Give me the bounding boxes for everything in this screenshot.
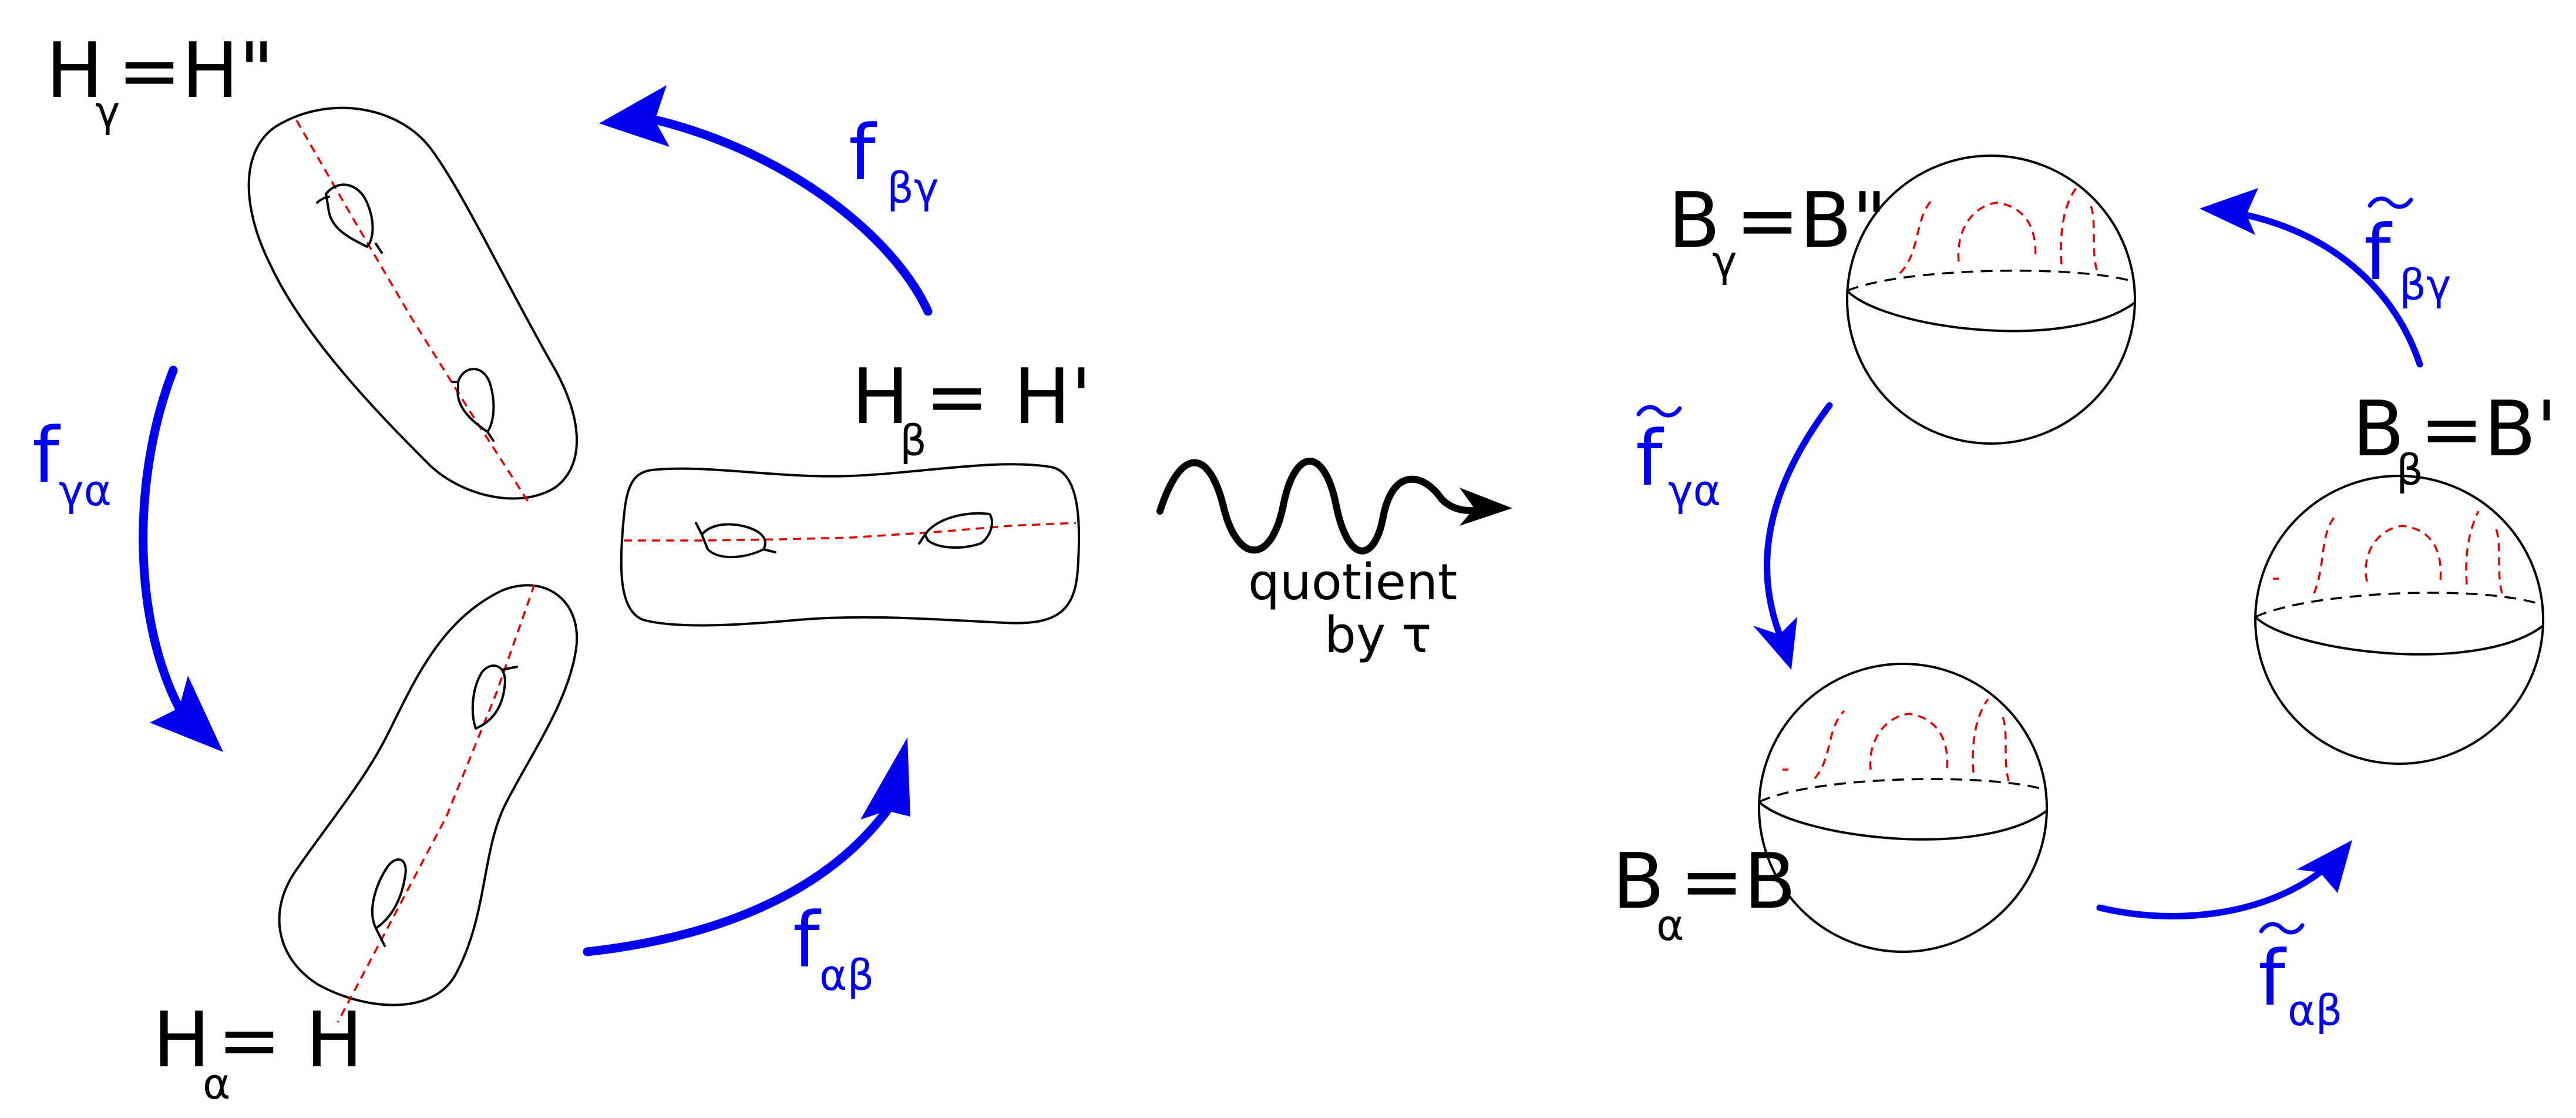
label-h-alpha-rest: = H	[217, 995, 363, 1085]
label-b-alpha: B α =B	[1612, 837, 1796, 950]
handlebody-h-gamma-seam	[295, 120, 530, 503]
label-f-tilde-gamma-alpha-base: f	[1636, 414, 1664, 503]
handle-hole	[695, 522, 776, 559]
tilde-mark	[2259, 922, 2305, 935]
label-h-gamma: H γ =H"	[46, 26, 274, 136]
handle-hole	[471, 664, 518, 730]
handle-hole	[371, 858, 407, 947]
label-f-beta-gamma: f βγ	[849, 108, 939, 213]
label-h-alpha-base: H	[153, 995, 210, 1085]
label-f-tilde-beta-gamma: f βγ	[2364, 196, 2451, 310]
handlebody-h-alpha-seam	[337, 584, 536, 1023]
label-b-beta-rest: =B'	[2420, 384, 2557, 474]
ball-b-beta	[2254, 475, 2544, 765]
handle-hole	[451, 368, 495, 442]
ball-b-beta-outline	[2254, 475, 2544, 765]
ball-b-gamma-front-equator	[1846, 290, 2136, 333]
label-f-gamma-alpha: f γα	[32, 411, 112, 515]
label-f-tilde-alpha-beta-base: f	[2258, 934, 2287, 1023]
label-h-gamma-sub: γ	[95, 87, 120, 136]
label-f-alpha-beta: f αβ	[793, 895, 874, 1000]
arrow-f-beta-gamma[interactable]	[599, 85, 933, 316]
quotient-caption-line1: quotient	[1248, 553, 1457, 612]
label-f-gamma-alpha-sub: γα	[59, 466, 112, 515]
ball-b-alpha-back-equator	[1758, 778, 2047, 803]
label-f-alpha-beta-base: f	[793, 895, 822, 985]
ball-b-alpha-seams	[1783, 698, 2010, 782]
label-b-alpha-rest: =B	[1680, 837, 1796, 926]
ball-b-gamma-seams	[1899, 187, 2098, 274]
label-h-alpha-sub: α	[203, 1059, 230, 1109]
ball-b-beta-front-equator	[2254, 616, 2544, 656]
label-b-gamma-sub: γ	[1712, 237, 1737, 286]
arrow-f-alpha-beta[interactable]	[583, 737, 910, 956]
label-b-gamma-rest: =B"	[1736, 176, 1887, 265]
label-f-tilde-beta-gamma-sub: βγ	[2399, 260, 2451, 310]
label-b-beta: B β =B'	[2352, 384, 2557, 495]
label-h-beta-rest: = H'	[925, 352, 1092, 441]
handlebody-h-beta	[620, 463, 1081, 627]
label-b-beta-sub: β	[2396, 445, 2423, 495]
ball-b-gamma	[1846, 155, 2136, 445]
ball-b-beta-seams	[2273, 511, 2503, 594]
label-f-tilde-beta-gamma-base: f	[2364, 208, 2393, 297]
handle-hole	[316, 183, 383, 254]
label-f-beta-gamma-base: f	[849, 108, 877, 197]
label-f-tilde-gamma-alpha-sub: γα	[1668, 466, 1721, 515]
handlebody-h-alpha-outline	[278, 584, 579, 1006]
label-f-gamma-alpha-base: f	[32, 411, 61, 500]
label-f-tilde-gamma-alpha: f γα	[1636, 405, 1721, 515]
quotient-arrow[interactable]	[1156, 458, 1512, 555]
handlebody-h-gamma-outline	[247, 106, 578, 500]
arrow-f-gamma-alpha[interactable]	[139, 365, 223, 752]
ball-b-beta-back-equator	[2255, 592, 2544, 618]
label-b-beta-base: B	[2352, 384, 2405, 474]
label-b-gamma-base: B	[1668, 176, 1720, 265]
ball-b-gamma-back-equator	[1847, 269, 2136, 292]
label-f-tilde-alpha-beta: f αβ	[2258, 922, 2342, 1035]
ball-b-alpha-front-equator	[1758, 801, 2048, 841]
label-h-gamma-base: H	[46, 26, 103, 115]
ball-b-alpha-outline	[1758, 663, 2048, 953]
ball-b-gamma-outline	[1846, 155, 2136, 445]
handle-hole	[918, 512, 993, 549]
label-b-gamma: B γ =B"	[1668, 176, 1887, 286]
label-h-gamma-rest: =H"	[117, 26, 274, 115]
tilde-mark	[1636, 405, 1682, 418]
arrow-f-tilde-alpha-beta[interactable]	[2096, 840, 2352, 919]
label-f-beta-gamma-sub: βγ	[887, 163, 939, 213]
label-b-alpha-base: B	[1612, 837, 1664, 926]
quotient-caption-line2: by τ	[1324, 606, 1431, 664]
ball-b-alpha	[1758, 663, 2048, 953]
handlebody-h-beta-seam	[624, 522, 1077, 542]
label-h-beta-base: H	[852, 352, 909, 441]
handlebody-h-beta-outline	[620, 463, 1081, 627]
tilde-mark	[2368, 196, 2413, 209]
label-f-tilde-alpha-beta-sub: αβ	[2288, 986, 2342, 1035]
label-f-alpha-beta-sub: αβ	[819, 951, 874, 1000]
arrow-f-tilde-gamma-alpha[interactable]	[1753, 402, 1833, 670]
label-h-alpha: H α = H	[153, 995, 363, 1109]
label-h-beta: H β = H'	[852, 352, 1092, 465]
arrow-f-tilde-beta-gamma[interactable]	[2200, 188, 2423, 368]
label-h-beta-sub: β	[900, 416, 927, 465]
handlebody-h-alpha	[278, 584, 579, 1023]
label-b-alpha-sub: α	[1656, 901, 1684, 950]
handlebody-h-gamma	[247, 106, 578, 503]
